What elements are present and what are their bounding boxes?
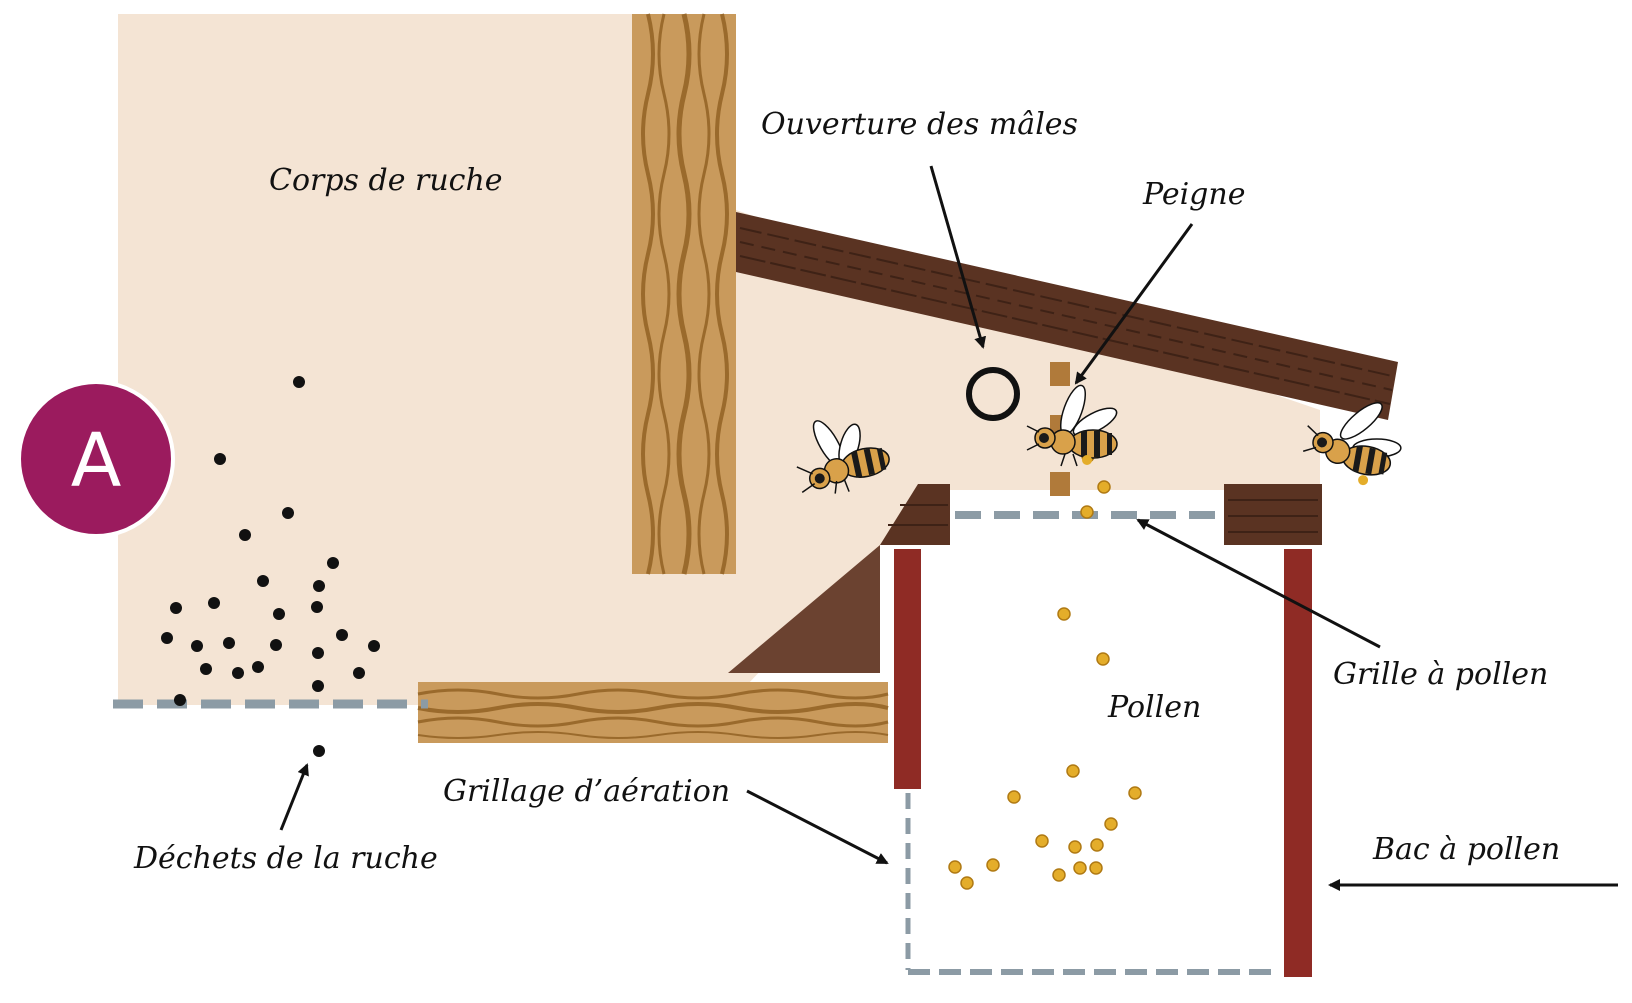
vertical-wood-post bbox=[632, 13, 736, 575]
bac-wall-left bbox=[894, 549, 921, 789]
label-pollen: Pollen bbox=[1107, 690, 1201, 725]
bee-left bbox=[796, 420, 890, 494]
wood-block-left bbox=[880, 484, 950, 545]
arrow-dechets bbox=[279, 763, 309, 831]
label-grillage-aeration: Grillage d’aération bbox=[443, 774, 730, 809]
hive-waste-dots bbox=[161, 376, 380, 757]
entrance-ramp bbox=[728, 545, 880, 673]
bee-right bbox=[1302, 402, 1402, 486]
wood-block-right bbox=[1224, 484, 1322, 545]
arrow-peigne bbox=[1074, 223, 1194, 385]
arrow-grillage bbox=[746, 789, 889, 865]
badge-letter: A bbox=[71, 418, 122, 504]
label-corps-de-ruche: Corps de ruche bbox=[269, 163, 503, 198]
label-ouverture-des-males: Ouverture des mâles bbox=[761, 107, 1078, 142]
bottom-wood-board bbox=[417, 682, 889, 743]
bac-wall-right bbox=[1284, 549, 1312, 977]
badge-circle bbox=[17, 380, 175, 538]
bee-center bbox=[1026, 384, 1118, 467]
sloped-roof bbox=[736, 212, 1398, 420]
label-dechets-de-la-ruche: Déchets de la ruche bbox=[133, 841, 438, 876]
label-bac-a-pollen: Bac à pollen bbox=[1372, 832, 1560, 867]
label-peigne: Peigne bbox=[1142, 177, 1245, 212]
label-grille-a-pollen: Grille à pollen bbox=[1333, 657, 1548, 692]
drone-opening-circle bbox=[966, 367, 1020, 421]
arrow-ouverture bbox=[929, 165, 987, 349]
arrow-grille-pollen bbox=[1136, 518, 1381, 649]
badge-a: A bbox=[17, 380, 175, 538]
